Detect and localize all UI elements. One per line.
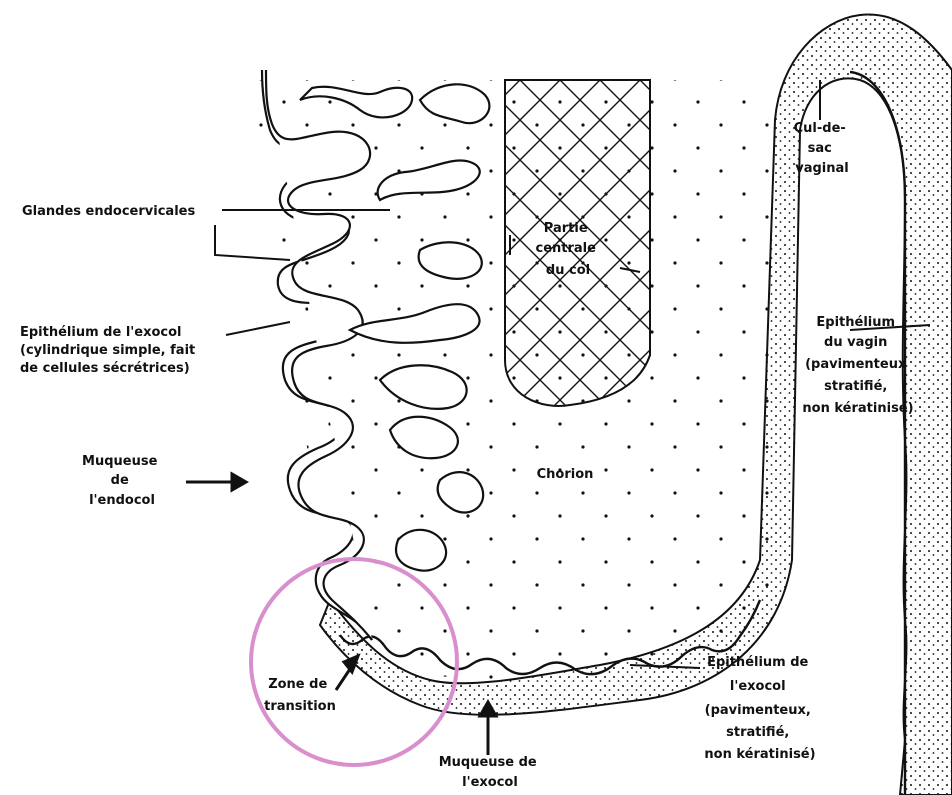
label-epith-exocol-bottom-line: (pavimenteux, <box>705 703 811 718</box>
label-cul-de-sac-line: Cul-de- <box>794 121 846 136</box>
label-zone-transition-line: transition <box>264 699 336 714</box>
label-chorion-line: Chorion <box>537 467 594 482</box>
label-cul-de-sac-line: vaginal <box>795 161 849 176</box>
label-zone-transition: Zone de transition <box>264 677 336 714</box>
label-glandes: Glandes endocervicales <box>22 204 195 219</box>
label-muqueuse-endocol-line: de <box>111 473 129 488</box>
label-epith-exocol-bottom-line: non kératinisé) <box>704 747 815 762</box>
label-muqueuse-endocol-line: l'endocol <box>89 493 155 508</box>
label-epith-exocol-top-line: Epithélium de l'exocol <box>20 325 181 340</box>
label-epith-exocol-bottom-line: stratifié, <box>726 725 789 740</box>
label-epith-exocol-bottom-line: l'exocol <box>730 679 786 694</box>
label-muqueuse-endocol: Muqueuse de l'endocol <box>82 454 162 508</box>
label-epith-exocol-top: Epithélium de l'exocol (cylindrique simp… <box>20 325 200 376</box>
label-muqueuse-endocol-line: Muqueuse <box>82 454 158 469</box>
label-epith-vagin-line: du vagin <box>824 335 887 350</box>
label-epith-vagin-line: stratifié, <box>824 379 887 394</box>
label-muqueuse-exocol: Muqueuse de l'exocol <box>439 755 542 790</box>
label-epith-vagin-line: Epithélium <box>816 315 895 330</box>
label-glandes-line: Glandes endocervicales <box>22 204 195 219</box>
label-partie-centrale-line: centrale <box>536 241 597 256</box>
label-epith-exocol-top-line: de cellules sécrétrices) <box>20 361 190 376</box>
vagin-right-wall <box>850 72 905 795</box>
label-epith-exocol-top-line: (cylindrique simple, fait <box>20 343 195 358</box>
label-partie-centrale-line: Partie <box>544 221 588 236</box>
label-muqueuse-exocol-line: l'exocol <box>462 775 518 790</box>
label-epith-vagin-line: (pavimenteux <box>805 357 907 372</box>
label-muqueuse-exocol-line: Muqueuse de <box>439 755 537 770</box>
label-partie-centrale-line: du col <box>546 263 590 278</box>
label-zone-transition-line: Zone de <box>268 677 327 692</box>
label-cul-de-sac-line: sac <box>808 141 832 156</box>
label-cul-de-sac: Cul-de- sac vaginal <box>794 121 851 176</box>
label-chorion: Chorion <box>537 467 594 482</box>
label-epith-exocol-bottom-line: Epithélium de <box>707 655 808 670</box>
label-epith-vagin-line: non kératinisé) <box>802 401 913 416</box>
